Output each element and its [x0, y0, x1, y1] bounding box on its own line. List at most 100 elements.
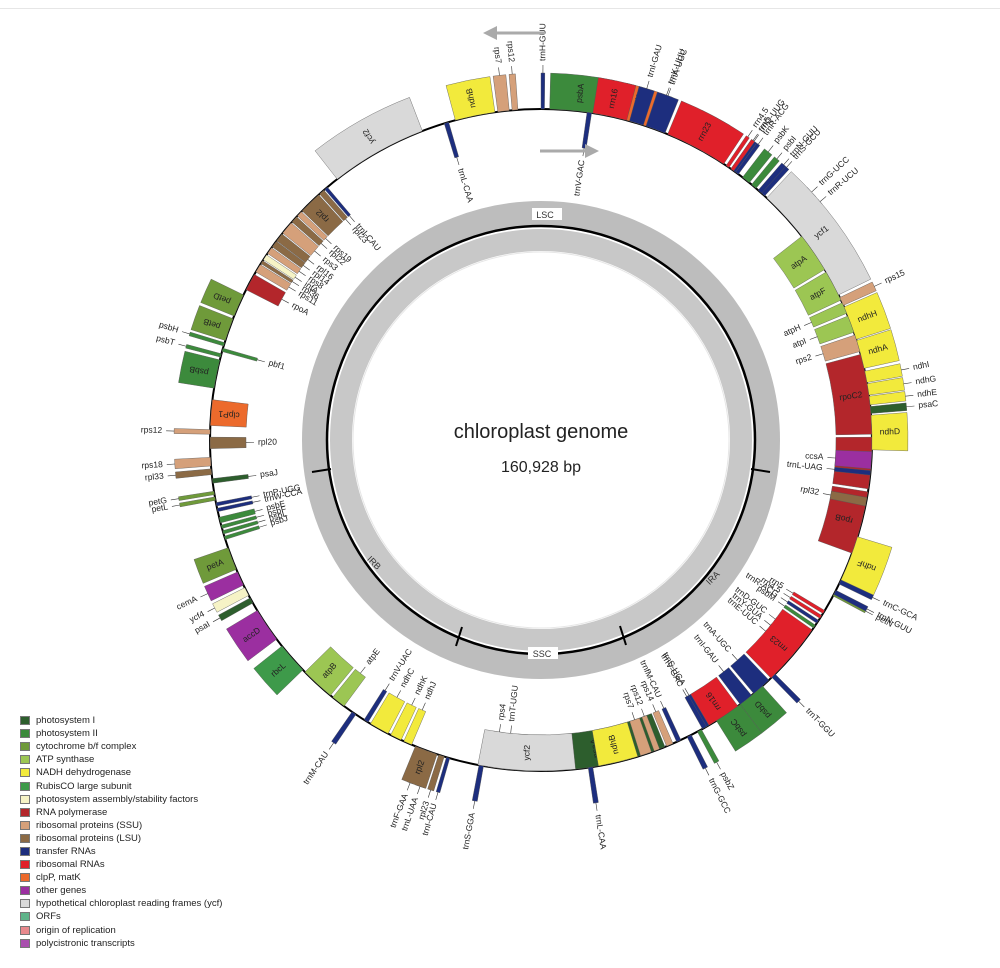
gene-block [255, 264, 292, 291]
gene-label: trnT-UGU [506, 685, 520, 722]
gene-label: ycf2 [521, 744, 532, 760]
legend-swatch [20, 781, 30, 791]
gene-leader-line [257, 519, 266, 523]
gene-label: trnI-GAU [645, 43, 664, 78]
gene-block [492, 74, 510, 113]
gene-block [730, 653, 770, 694]
gene-leader-line [809, 336, 818, 340]
legend-swatch [20, 794, 30, 804]
gene-leader-line [417, 786, 421, 795]
gene-leader-line [254, 509, 263, 512]
at-content-ring [330, 229, 752, 651]
gene-block [210, 399, 249, 428]
gene-block [276, 233, 311, 263]
boundary-tick-irb-end [311, 468, 332, 473]
gene-leader-line [767, 145, 774, 152]
legend-swatch [20, 833, 30, 843]
gene-leader-line [510, 725, 512, 734]
gene-block [301, 194, 344, 237]
gene-leader-line [314, 250, 321, 257]
boundary-tick-ssc-end [455, 626, 463, 647]
gene-label: trnS-GGA [460, 811, 477, 850]
legend-swatch [20, 938, 30, 948]
gene-block [870, 402, 908, 414]
gene-block [508, 73, 519, 111]
gene-leader-line [406, 782, 411, 791]
legend-swatch [20, 912, 30, 922]
gene-leader-line [320, 243, 328, 249]
gene-label: atpE [363, 646, 382, 666]
gene-block [834, 467, 871, 476]
gene-leader-line [473, 800, 476, 809]
gene-label: psbH [158, 319, 180, 334]
region-label-lsc: LSC [536, 210, 554, 220]
legend-swatch [20, 860, 30, 870]
gene-block [260, 260, 294, 284]
gene-block [652, 710, 674, 747]
gene-leader-line [435, 792, 439, 801]
gene-features: trnH-GUUpsbAmatKtrnK-UUUrps16trnQ-UUGpsb… [141, 23, 939, 850]
lsc-label-bg [532, 208, 562, 220]
gene-leader-line [251, 495, 260, 498]
legend-label: ribosomal RNAs [36, 859, 105, 871]
gene-label: psaC [918, 398, 939, 410]
legend-swatch [20, 807, 30, 817]
gene-block [786, 600, 819, 624]
inner-disc [352, 251, 730, 629]
gene-label: psaJ [259, 467, 278, 479]
arrow-head-outer [483, 26, 497, 40]
gene-label: petG [148, 495, 168, 508]
gene-block [730, 139, 755, 172]
gene-block [174, 457, 212, 470]
gene-leader-line [666, 87, 670, 96]
gene-leader-line [248, 475, 257, 477]
legend-label: cytochrome b/f complex [36, 741, 137, 753]
gene-block [216, 500, 254, 512]
legend-label: NADH dehydrogenase [36, 767, 132, 779]
gene-leader-line [866, 608, 875, 613]
gene-leader-line [872, 597, 880, 602]
gene-block [645, 91, 679, 134]
gene-leader-line [181, 331, 190, 335]
arrow-head-inner [585, 144, 599, 158]
gene-block [667, 100, 744, 165]
gene-label: rpl2 [412, 758, 426, 775]
gene-leader-line [901, 368, 910, 371]
legend-label: photosystem assembly/stability factors [36, 793, 199, 805]
gene-block [175, 468, 213, 479]
legend-label: ribosomal proteins (LSU) [36, 832, 142, 844]
legend-swatch [20, 755, 30, 765]
gene-block [445, 76, 496, 121]
gene-block [843, 292, 891, 340]
gene-block [697, 729, 720, 764]
gene-block [220, 515, 257, 529]
gene-label: trnL-CAA [456, 167, 476, 204]
gene-leader-line [758, 137, 764, 145]
gene-block [581, 111, 592, 149]
gene-leader-line [595, 802, 598, 811]
legend-label: origin of replication [36, 924, 116, 936]
legend-label: transfer RNAs [36, 845, 96, 857]
gene-leader-line [259, 524, 267, 528]
gene-block [224, 525, 260, 540]
gene-block [838, 579, 874, 600]
gene-block [390, 702, 417, 741]
legend-swatch [20, 768, 30, 778]
gene-block [297, 211, 328, 241]
gene-block [403, 708, 426, 745]
gene-block [791, 591, 825, 614]
gene-block [363, 689, 388, 723]
gene-block [592, 77, 637, 121]
legend-label: ribosomal proteins (SSU) [36, 819, 143, 831]
gene-label: ccsA [805, 450, 824, 461]
gene-label: ndhE [917, 387, 938, 399]
gene-leader-line [252, 500, 261, 503]
gene-leader-line [759, 625, 766, 632]
legend-label: ATP synthase [36, 754, 95, 766]
gene-block [477, 729, 576, 772]
gene-label: rps15 [883, 267, 907, 285]
gene-block [185, 344, 222, 358]
legend-label: clpP, matK [36, 872, 81, 884]
gene-label: trnM-CAU [301, 749, 331, 786]
